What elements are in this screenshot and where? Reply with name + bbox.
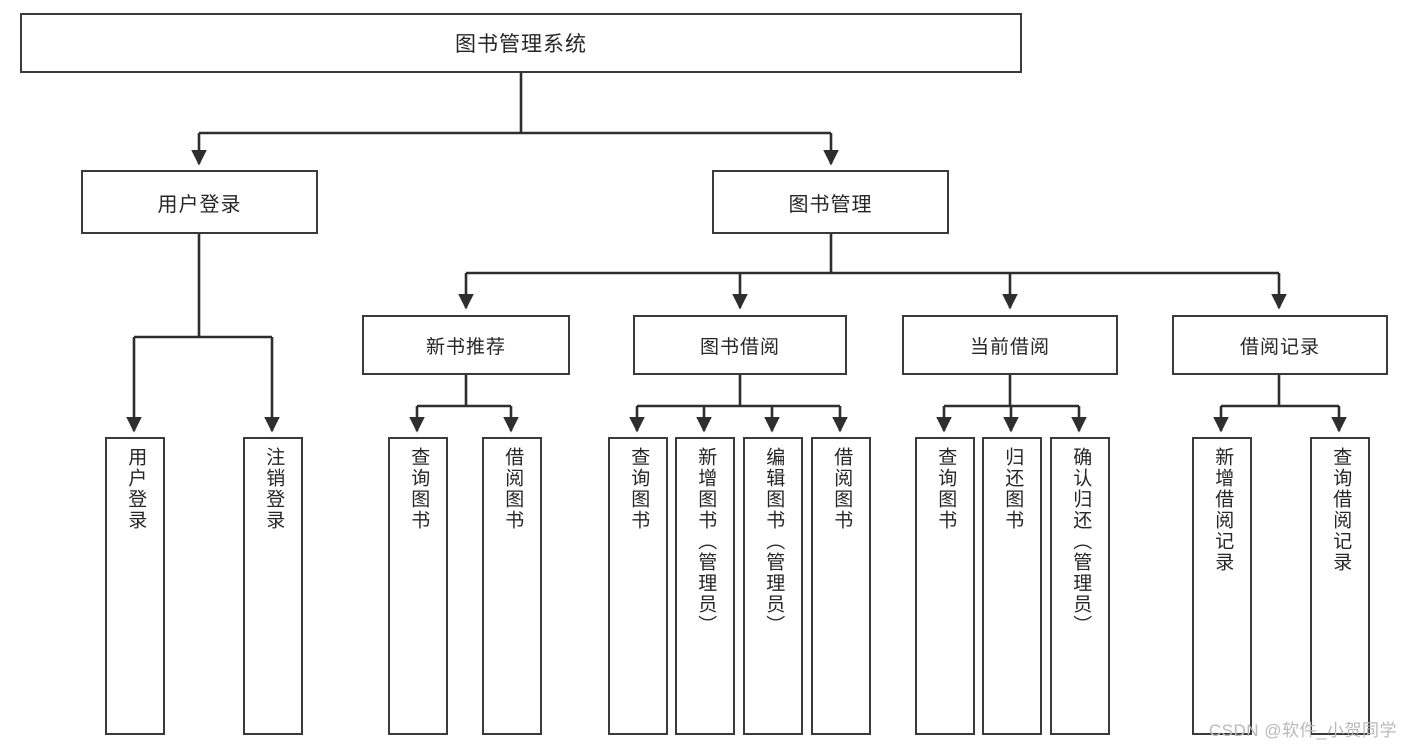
leaf-edit-book[interactable]: 编辑图书（管理员）: [743, 437, 803, 735]
leaf-query-book-2[interactable]: 查询图书: [608, 437, 668, 735]
node-user-login-label: 用户登录: [157, 193, 242, 216]
node-borrow-record-label: 借阅记录: [1239, 336, 1320, 358]
node-new-book-recommend-label: 新书推荐: [425, 336, 506, 358]
leaf-query-book-1-label: 查询图书: [408, 447, 430, 531]
leaf-query-book-3[interactable]: 查询图书: [915, 437, 975, 735]
leaf-edit-book-label: 编辑图书（管理员）: [763, 447, 785, 636]
leaf-user-logout[interactable]: 注销登录: [243, 437, 303, 735]
node-current-borrow[interactable]: 当前借阅: [902, 315, 1118, 375]
leaf-return-book[interactable]: 归还图书: [982, 437, 1042, 735]
leaf-return-book-label: 归还图书: [1002, 447, 1024, 531]
leaf-borrow-book-2[interactable]: 借阅图书: [811, 437, 871, 735]
node-new-book-recommend[interactable]: 新书推荐: [362, 315, 570, 375]
leaf-add-record[interactable]: 新增借阅记录: [1192, 437, 1252, 735]
leaf-user-login[interactable]: 用户登录: [105, 437, 165, 735]
node-book-manage-label: 图书管理: [788, 193, 873, 216]
node-root[interactable]: 图书管理系统: [20, 13, 1022, 73]
node-borrow-record[interactable]: 借阅记录: [1172, 315, 1388, 375]
leaf-confirm-return[interactable]: 确认归还（管理员）: [1050, 437, 1110, 735]
watermark-text: CSDN @软件_小贺同学: [1208, 721, 1397, 740]
leaf-query-record[interactable]: 查询借阅记录: [1310, 437, 1370, 735]
leaf-add-book-label: 新增图书（管理员）: [695, 447, 717, 636]
leaf-borrow-book-1[interactable]: 借阅图书: [482, 437, 542, 735]
leaf-query-book-2-label: 查询图书: [628, 447, 650, 531]
leaf-user-logout-label: 注销登录: [263, 447, 285, 531]
leaf-query-book-3-label: 查询图书: [935, 447, 957, 531]
leaf-query-record-label: 查询借阅记录: [1330, 447, 1352, 573]
leaf-borrow-book-1-label: 借阅图书: [502, 447, 524, 531]
leaf-borrow-book-2-label: 借阅图书: [831, 447, 853, 531]
node-book-borrow[interactable]: 图书借阅: [633, 315, 847, 375]
leaf-add-book[interactable]: 新增图书（管理员）: [675, 437, 735, 735]
node-user-login[interactable]: 用户登录: [81, 170, 318, 234]
node-book-borrow-label: 图书借阅: [699, 336, 780, 358]
leaf-query-book-1[interactable]: 查询图书: [388, 437, 448, 735]
leaf-confirm-return-label: 确认归还（管理员）: [1070, 447, 1092, 636]
leaf-add-record-label: 新增借阅记录: [1212, 447, 1234, 573]
node-current-borrow-label: 当前借阅: [969, 336, 1050, 358]
node-root-label: 图书管理系统: [455, 33, 587, 56]
leaf-user-login-label: 用户登录: [125, 447, 147, 531]
node-book-manage[interactable]: 图书管理: [712, 170, 949, 234]
